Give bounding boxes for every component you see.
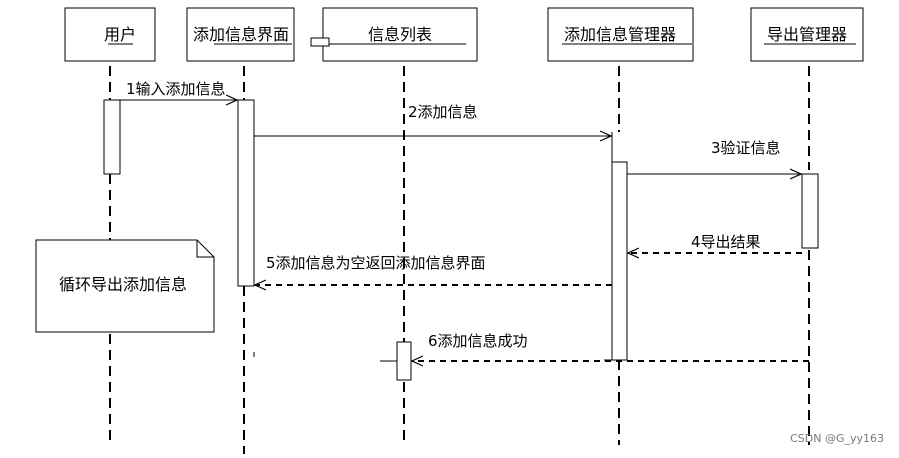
message-1: 1输入添加信息 [120, 80, 237, 100]
participant-add-mgr-label: 添加信息管理器 [564, 25, 676, 44]
activation-info-list [396, 341, 412, 381]
message-5: 5添加信息为空返回添加信息界面 [255, 254, 612, 285]
message-1-label: 1输入添加信息 [126, 80, 226, 98]
watermark: CSDN @G_yy163 [790, 432, 884, 445]
component-icon [310, 37, 330, 47]
message-6: 6添加信息成功 [412, 332, 809, 361]
message-4: 4导出结果 [628, 233, 802, 253]
participant-export-mgr-label: 导出管理器 [767, 25, 847, 44]
participant-add-mgr: 添加信息管理器 [547, 7, 694, 62]
message-4-label: 4导出结果 [691, 233, 761, 251]
participant-user-label: 用户 [104, 25, 136, 44]
participant-add-ui-label: 添加信息界面 [193, 25, 289, 44]
activation-add-mgr [611, 161, 628, 361]
message-5-label: 5添加信息为空返回添加信息界面 [266, 254, 486, 272]
activation-user [103, 99, 121, 175]
participant-info-list: 信息列表 [310, 7, 478, 62]
message-2: 2添加信息 [254, 103, 611, 136]
message-6-label: 6添加信息成功 [428, 332, 528, 350]
message-2-label: 2添加信息 [408, 103, 478, 121]
participant-add-ui: 添加信息界面 [186, 7, 295, 62]
message-3: 3验证信息 [627, 139, 801, 174]
message-3-label: 3验证信息 [711, 139, 781, 157]
participant-info-list-label: 信息列表 [368, 25, 432, 44]
activation-add-ui [237, 99, 255, 287]
activations [103, 99, 819, 381]
loop-note: 循环导出添加信息 [35, 239, 215, 333]
participant-export-mgr: 导出管理器 [750, 7, 864, 62]
loop-note-label: 循环导出添加信息 [59, 275, 187, 294]
participant-user: 用户 [64, 7, 156, 62]
activation-export-mgr [801, 173, 819, 249]
